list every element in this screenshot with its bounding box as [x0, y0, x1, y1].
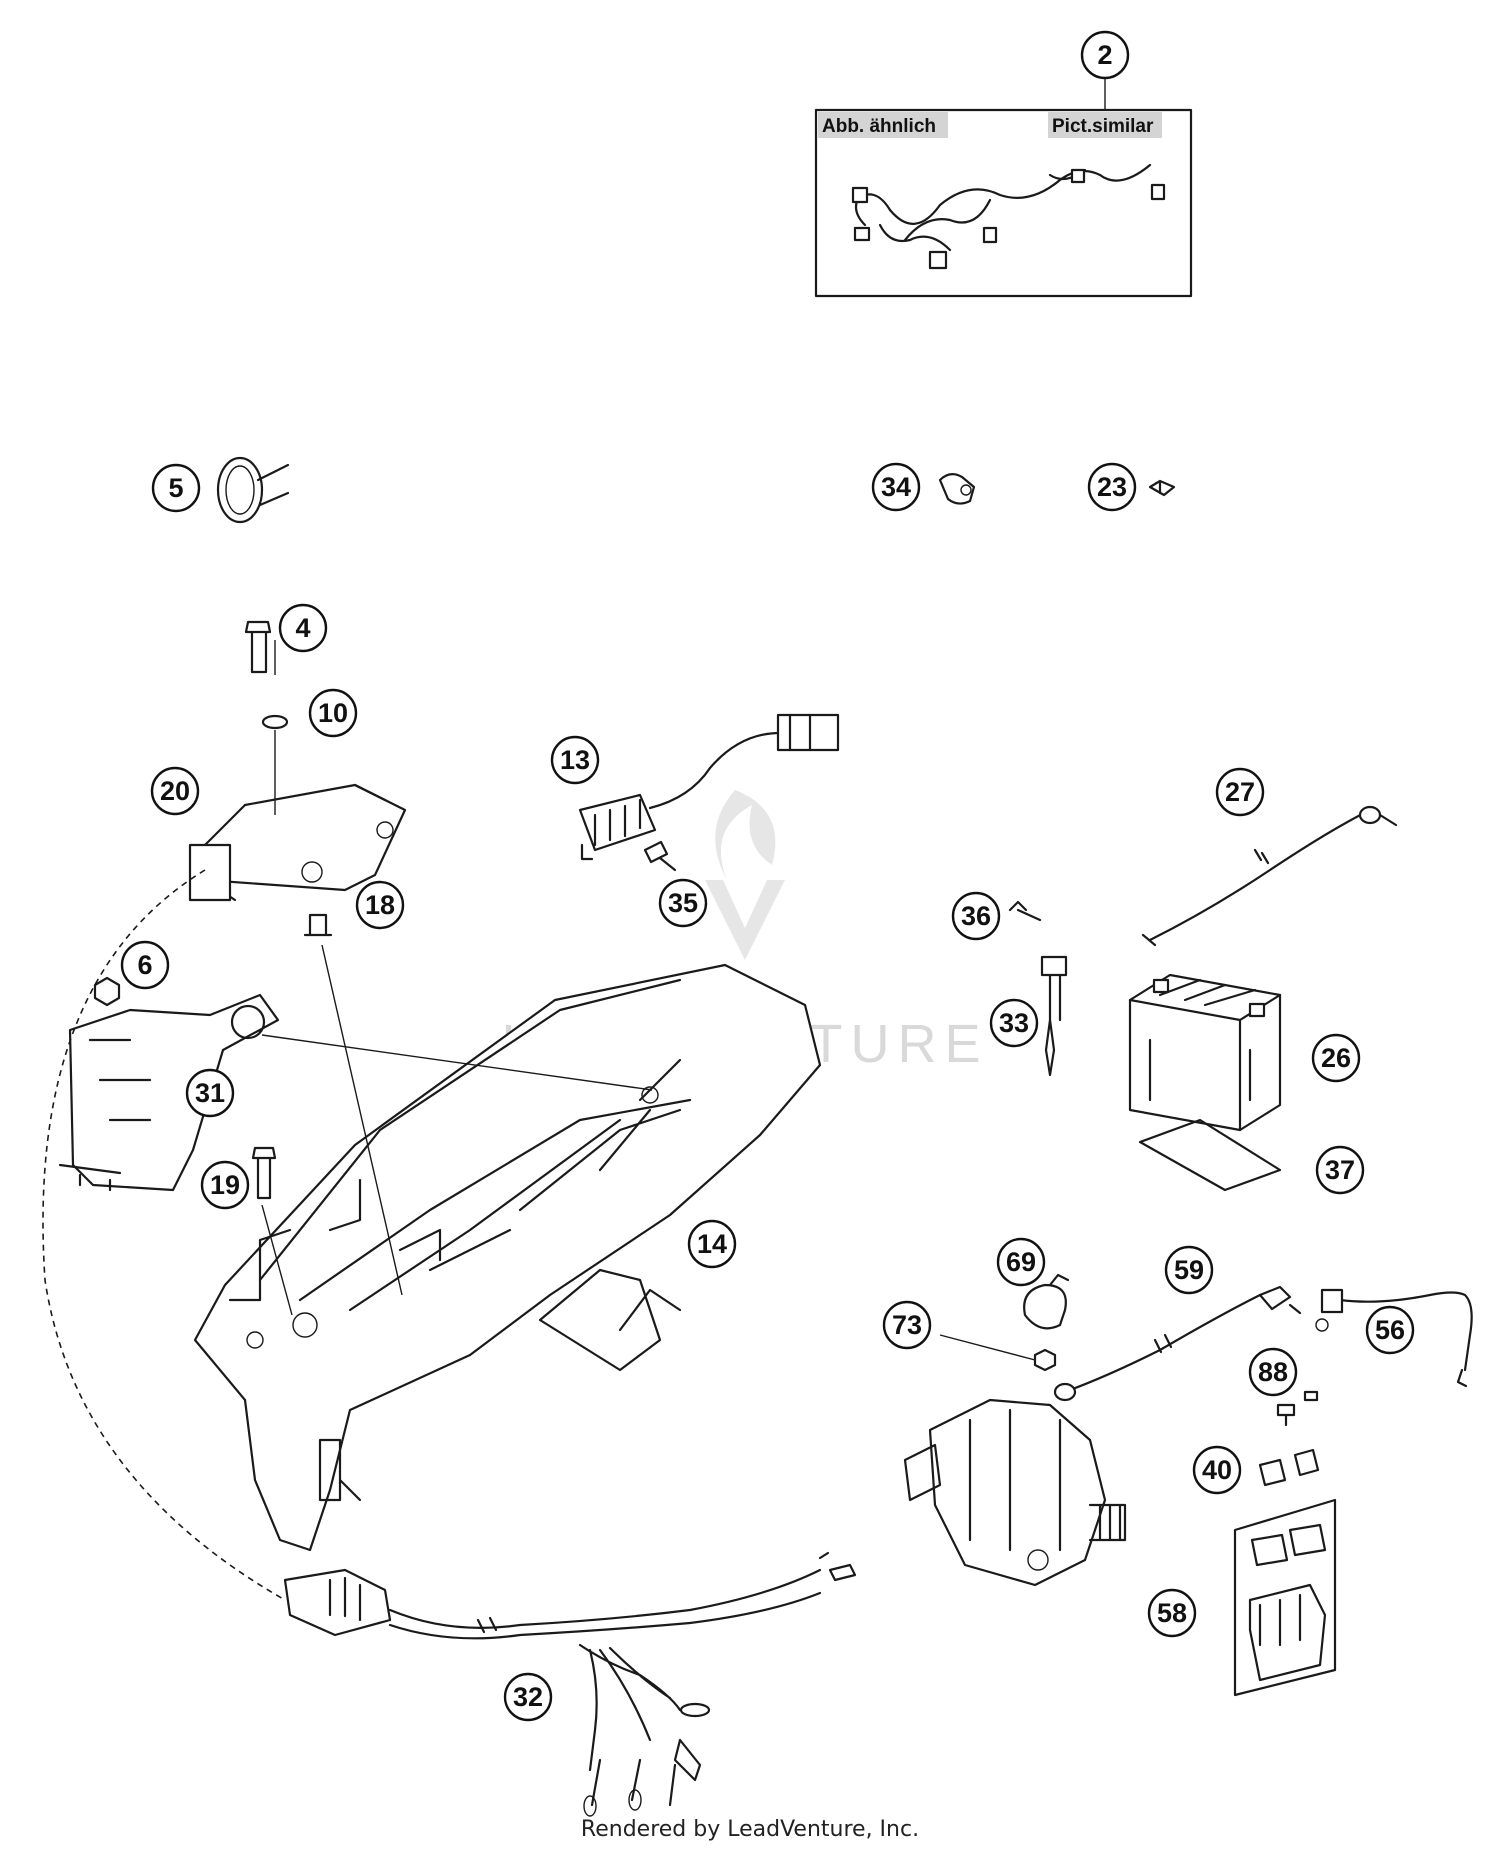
footer-credit: Rendered by LeadVenture, Inc.: [581, 1817, 919, 1842]
fuses-part-40: [1258, 1448, 1320, 1487]
svg-text:35: 35: [668, 888, 698, 918]
svg-text:19: 19: [210, 1170, 240, 1200]
svg-text:18: 18: [365, 890, 395, 920]
grommet-part-18: [303, 913, 333, 937]
callout-20[interactable]: 20: [150, 766, 200, 816]
callout-10[interactable]: 10: [308, 688, 358, 738]
callout-37[interactable]: 37: [1315, 1145, 1365, 1195]
svg-text:14: 14: [697, 1229, 727, 1259]
inset-frame: [814, 108, 1193, 298]
callout-32[interactable]: 32: [503, 1672, 553, 1722]
callout-88[interactable]: 88: [1248, 1347, 1298, 1397]
inset-label-right: Pict.similar: [1052, 116, 1154, 137]
regulator-part-13: [578, 713, 840, 861]
callout-6[interactable]: 6: [120, 940, 170, 990]
svg-text:32: 32: [513, 1682, 543, 1712]
svg-text:40: 40: [1202, 1455, 1232, 1485]
callout-34[interactable]: 34: [871, 462, 921, 512]
callout-18[interactable]: 18: [355, 880, 405, 930]
svg-text:31: 31: [195, 1078, 225, 1108]
callout-58[interactable]: 58: [1147, 1588, 1197, 1638]
callout-73[interactable]: 73: [882, 1300, 932, 1350]
clip-part-34: [938, 473, 976, 505]
inset-label-left: Abb. ähnlich: [822, 116, 936, 137]
callout-35[interactable]: 35: [658, 878, 708, 928]
callout-2[interactable]: 2: [1080, 30, 1130, 110]
callout-27[interactable]: 27: [1215, 767, 1265, 817]
svg-text:34: 34: [881, 472, 911, 502]
callout-13[interactable]: 13: [550, 735, 600, 785]
screw-part-36: [1008, 900, 1042, 922]
svg-text:69: 69: [1006, 1247, 1036, 1277]
battery-part-26: [1128, 973, 1282, 1132]
svg-text:20: 20: [160, 776, 190, 806]
callout-59[interactable]: 59: [1164, 1245, 1214, 1295]
wiring-harness-inset: Abb. ähnlich Pict.similar: [814, 108, 1193, 298]
connection-leaders: [42, 640, 653, 1601]
bracket-part-31: [58, 993, 280, 1192]
callout-69[interactable]: 69: [996, 1237, 1046, 1287]
wiring-part-32: [283, 1551, 857, 1817]
svg-text:58: 58: [1157, 1598, 1187, 1628]
svg-text:6: 6: [137, 950, 152, 980]
callout-5[interactable]: 5: [151, 463, 201, 513]
cable-part-27: [1141, 805, 1398, 947]
svg-text:37: 37: [1325, 1155, 1355, 1185]
callout-31[interactable]: 31: [185, 1068, 235, 1118]
svg-text:88: 88: [1258, 1357, 1288, 1387]
screws-part-88: [1276, 1390, 1319, 1427]
svg-text:13: 13: [560, 745, 590, 775]
cable-part-59: [1053, 1285, 1302, 1402]
svg-text:56: 56: [1375, 1315, 1405, 1345]
callout-40[interactable]: 40: [1192, 1445, 1242, 1495]
callout-4[interactable]: 4: [278, 603, 328, 653]
callout-14[interactable]: 14: [687, 1219, 737, 1269]
svg-text:4: 4: [295, 613, 310, 643]
starter-motor: [903, 1398, 1127, 1587]
svg-text:36: 36: [961, 901, 991, 931]
callouts: 2 5 34 23 4 10 20 13 35 27 36 18 6 33 26…: [120, 30, 1415, 1722]
callout-56[interactable]: 56: [1365, 1305, 1415, 1355]
svg-text:26: 26: [1321, 1043, 1351, 1073]
cable-tie-part: [216, 456, 290, 524]
cap-part-69: [1023, 1273, 1070, 1330]
relay-part-58: [1233, 1498, 1337, 1697]
screw-part-19: [251, 1146, 277, 1200]
callout-26[interactable]: 26: [1311, 1033, 1361, 1083]
callout-19[interactable]: 19: [200, 1160, 250, 1210]
callout-33[interactable]: 33: [989, 998, 1039, 1048]
control-unit-part-20: [188, 783, 407, 902]
callout-23[interactable]: 23: [1087, 462, 1137, 512]
washer-part-10: [261, 714, 289, 730]
pad-part-37: [1138, 1118, 1282, 1192]
screw-part-4: [244, 620, 272, 674]
svg-text:73: 73: [892, 1310, 922, 1340]
fuse-part-33: [1040, 955, 1068, 1077]
svg-text:23: 23: [1097, 472, 1127, 502]
cable-part-56: [1315, 1288, 1473, 1388]
bolt-part-35: [643, 840, 677, 872]
svg-text:27: 27: [1225, 777, 1255, 807]
svg-text:10: 10: [318, 698, 348, 728]
nut-part-6: [93, 976, 121, 1007]
callout-36[interactable]: 36: [951, 891, 1001, 941]
svg-text:33: 33: [999, 1008, 1029, 1038]
housing-part-14: [193, 963, 822, 1552]
clip-part-23: [1148, 479, 1176, 497]
svg-text:2: 2: [1097, 40, 1112, 70]
svg-text:59: 59: [1174, 1255, 1204, 1285]
nut-part-73: [1033, 1348, 1057, 1372]
svg-text:5: 5: [168, 473, 183, 503]
